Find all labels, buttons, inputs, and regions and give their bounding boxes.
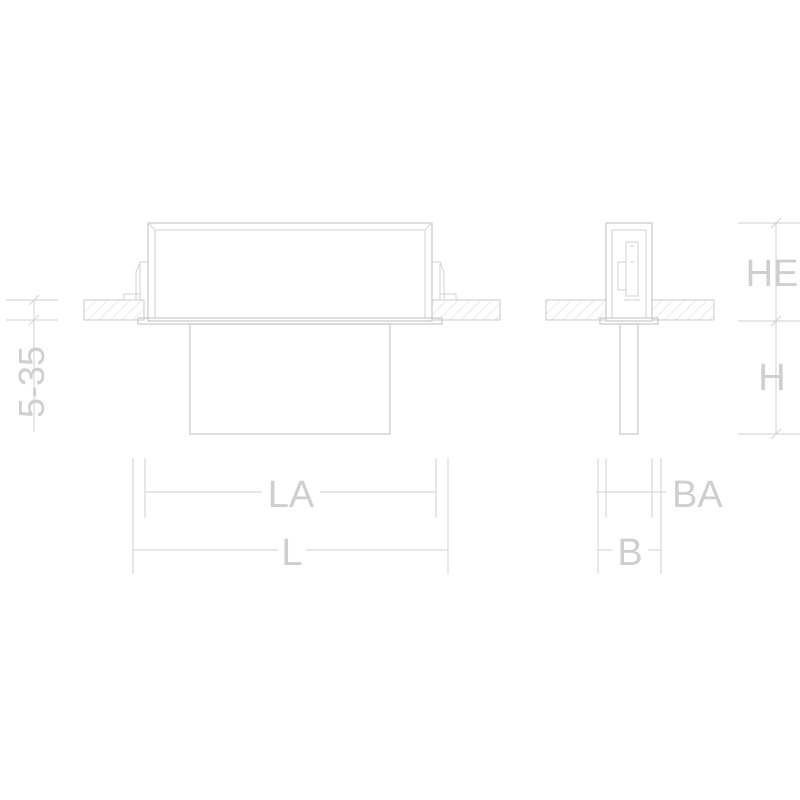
dim-label-ba: BA [672,474,723,516]
dim-label-he: HE [746,253,799,295]
side-ceiling-right [651,299,715,321]
front-ceiling-left [83,299,145,321]
dim-label-h: H [758,357,785,399]
side-housing [599,222,659,325]
front-ceiling-right [431,299,501,321]
front-lower-body [189,323,391,435]
side-ceiling-left [545,299,607,321]
front-housing [123,222,457,325]
side-view [545,222,715,435]
dimension-lines [6,217,800,574]
dim-label-l: L [281,532,302,574]
dim-label-thickness: 5-35 [11,346,52,418]
front-view [83,222,501,435]
dim-label-la: LA [268,474,315,516]
dim-label-b: B [617,532,642,574]
side-lower-body [619,323,639,435]
